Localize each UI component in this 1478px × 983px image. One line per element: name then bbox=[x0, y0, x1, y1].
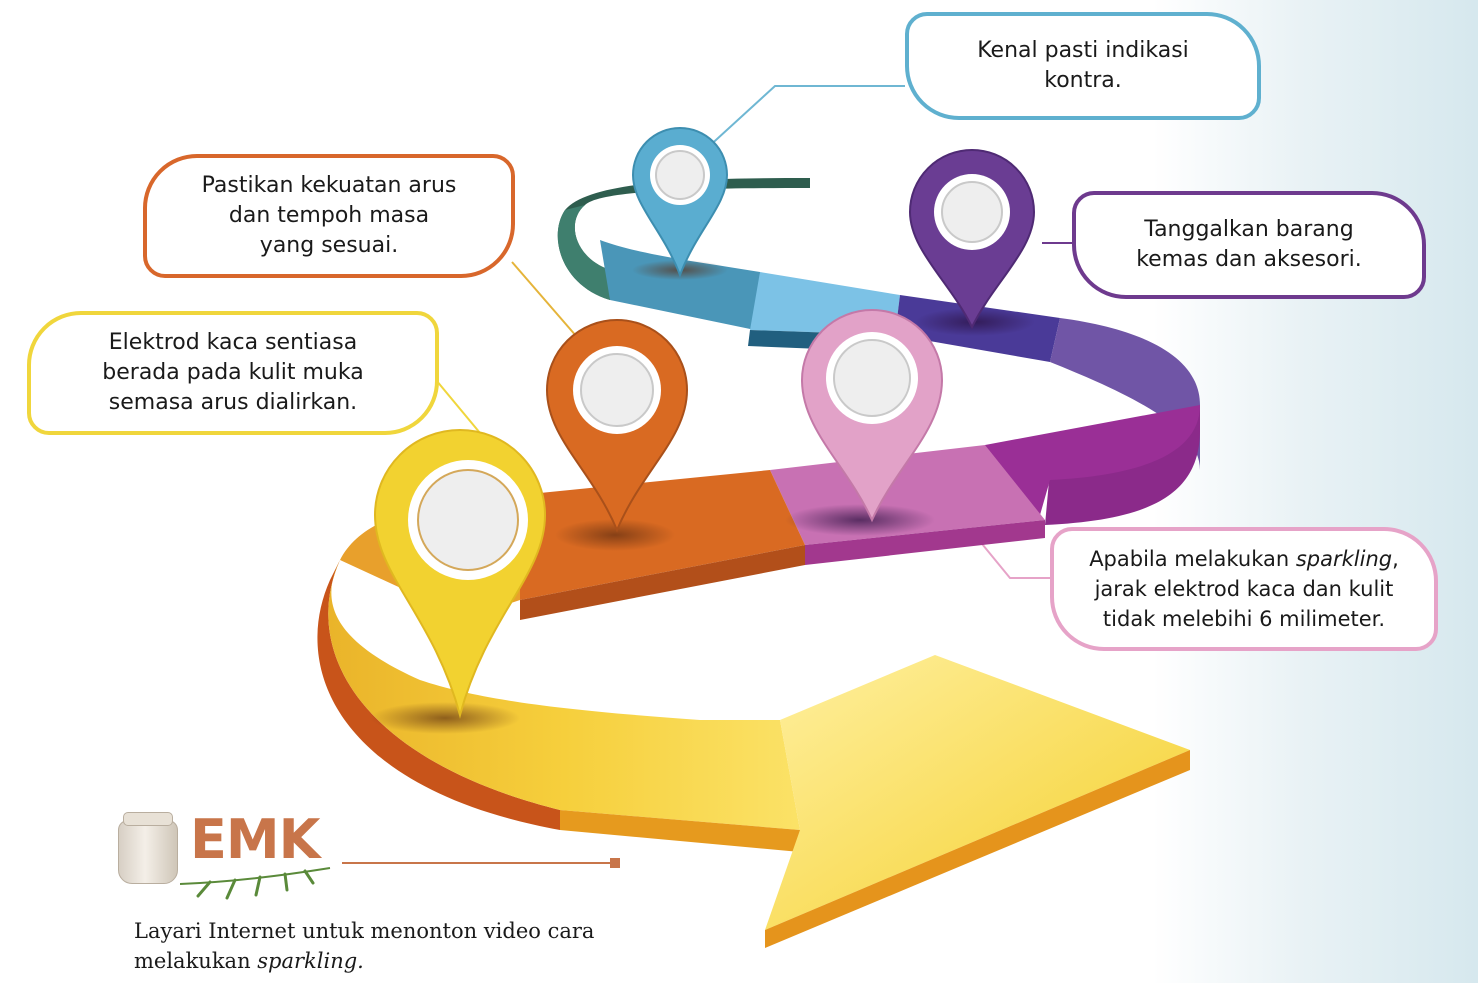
map-pin-icon bbox=[373, 428, 547, 719]
callout-remove-jewellery-text: Tanggalkan barang kemas dan aksesori. bbox=[1136, 217, 1362, 272]
emk-note: Layari Internet untuk menonton video car… bbox=[134, 916, 694, 976]
emk-note-em: sparkling. bbox=[257, 949, 364, 973]
map-pin-icon bbox=[545, 318, 689, 533]
emk-note-pre: Layari Internet untuk menonton video car… bbox=[134, 919, 595, 973]
callout-glass-electrode-text: Elektrod kaca sentiasa berada pada kulit… bbox=[102, 330, 364, 415]
emk-logo: EMK bbox=[110, 808, 350, 900]
road-bottom-section bbox=[317, 560, 1190, 948]
callout-contraindications: Kenal pasti indikasi kontra. bbox=[905, 12, 1261, 120]
callout-current-strength: Pastikan kekuatan arus dan tempoh masa y… bbox=[143, 154, 515, 278]
emk-divider-end bbox=[610, 858, 620, 868]
sparkling-em: sparkling bbox=[1295, 547, 1393, 571]
leaf-icon bbox=[180, 867, 331, 900]
emk-label: EMK bbox=[190, 808, 320, 871]
map-pin-icon bbox=[908, 148, 1036, 330]
callout-sparkling-distance: Apabila melakukan sparkling, jarak elekt… bbox=[1050, 527, 1438, 651]
map-pin-icon bbox=[631, 126, 729, 278]
callout-remove-jewellery: Tanggalkan barang kemas dan aksesori. bbox=[1072, 191, 1426, 299]
callout-sparkling-distance-text: Apabila melakukan sparkling, jarak elekt… bbox=[1089, 544, 1399, 634]
jar-icon bbox=[118, 812, 178, 884]
callout-glass-electrode: Elektrod kaca sentiasa berada pada kulit… bbox=[27, 311, 439, 435]
sparkling-pre: Apabila melakukan bbox=[1089, 547, 1296, 571]
sparkling-post: , jarak elektrod kaca dan kulit tidak me… bbox=[1094, 547, 1399, 631]
map-pin-icon bbox=[800, 308, 944, 523]
emk-divider bbox=[342, 862, 614, 864]
connector-blue bbox=[704, 85, 905, 151]
callout-contraindications-text: Kenal pasti indikasi kontra. bbox=[977, 38, 1189, 93]
callout-current-strength-text: Pastikan kekuatan arus dan tempoh masa y… bbox=[201, 173, 457, 258]
